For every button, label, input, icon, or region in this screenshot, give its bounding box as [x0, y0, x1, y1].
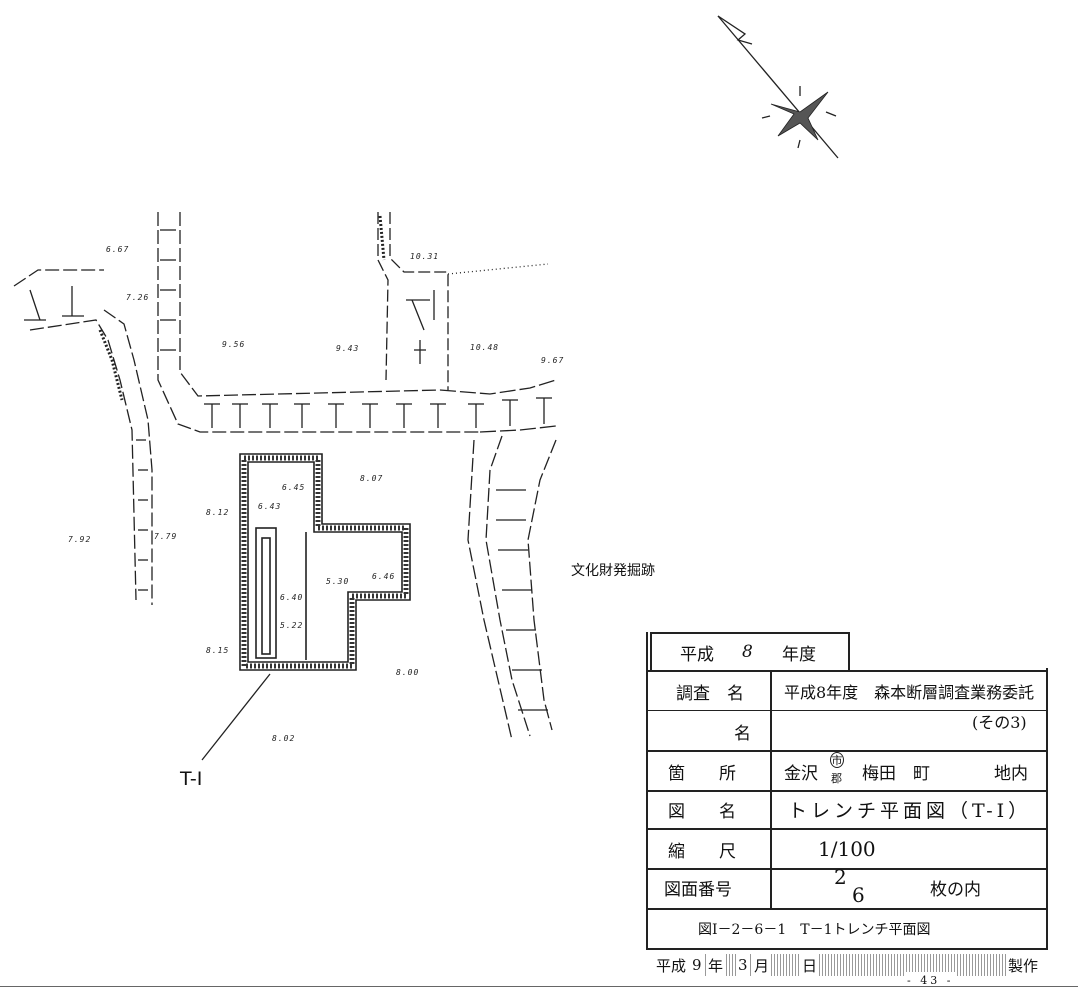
- main-road: [439, 379, 557, 433]
- site-label: 文化財発掘跡: [571, 563, 655, 579]
- left-road-hatch: [98, 329, 124, 401]
- main-road-ticks: [204, 397, 552, 428]
- north-arrow-icon: [717, 15, 839, 159]
- elevation-label: 8.15: [206, 646, 230, 655]
- elevation-label: 8.00: [396, 668, 420, 677]
- trench-label: T-I: [180, 768, 203, 790]
- elevation-label: 6.67: [106, 245, 130, 254]
- elevation-label: 8.12: [206, 508, 230, 517]
- elevation-label: 8.02: [272, 734, 296, 743]
- trench-t1-outline: [239, 453, 411, 671]
- upper-right-road: [377, 212, 449, 390]
- trench-t1-hatch: [241, 455, 409, 669]
- upper-road: [157, 212, 480, 433]
- elevation-label: 6.43: [258, 502, 282, 511]
- elevation-label: 7.79: [154, 532, 178, 541]
- left-road: [13, 269, 153, 605]
- elevation-label: 9.67: [541, 356, 565, 365]
- upper-right-road-ticks: [406, 290, 435, 364]
- elevation-label: 7.92: [68, 535, 92, 544]
- upper-road-ticks: [160, 229, 176, 351]
- elevation-label: 6.40: [280, 593, 304, 602]
- upper-right-hatch: [378, 215, 386, 261]
- trench-leader-line: [201, 673, 271, 761]
- elevation-label: 9.56: [222, 340, 246, 349]
- right-road-ticks: [496, 489, 548, 711]
- elevation-label: 5.30: [326, 577, 350, 586]
- elevation-label: 6.46: [372, 572, 396, 581]
- elevation-label: 9.43: [336, 344, 360, 353]
- elevation-label: 5.22: [280, 621, 304, 630]
- elevation-label: 10.31: [410, 252, 440, 261]
- elevation-label: 10.48: [470, 343, 500, 352]
- elevation-label: 6.45: [282, 483, 306, 492]
- elevation-label: 8.07: [360, 474, 384, 483]
- elevation-label: 7.26: [126, 293, 150, 302]
- dotted-boundary: [447, 263, 549, 275]
- left-road-ticks: [24, 286, 148, 591]
- right-road: [467, 435, 557, 741]
